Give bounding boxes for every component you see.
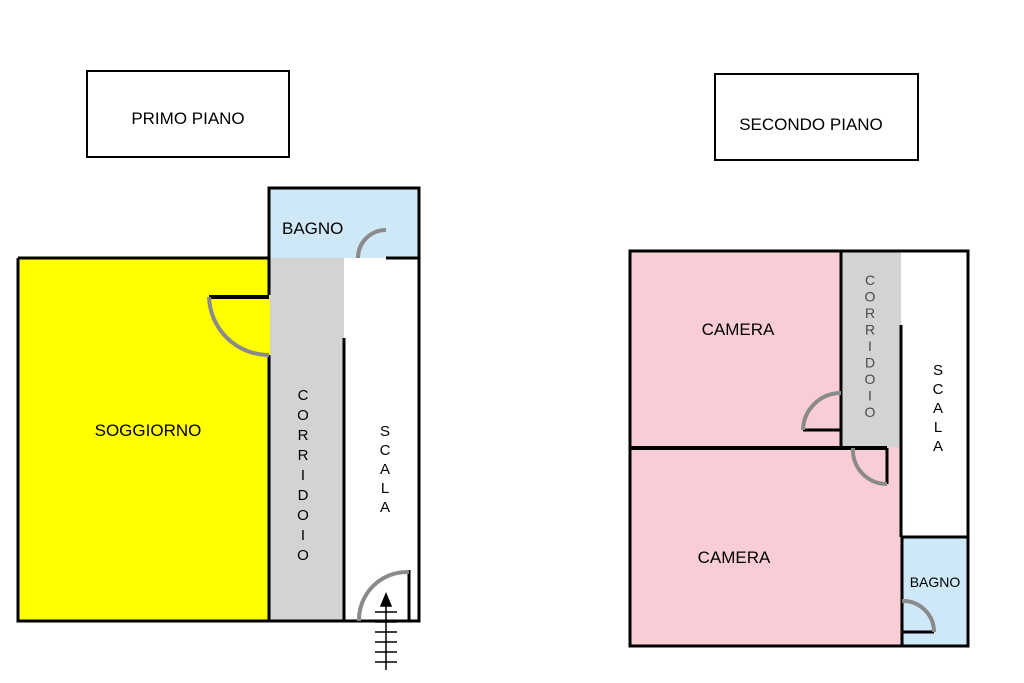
stair-arrow xyxy=(375,592,397,670)
camera-bottom-room xyxy=(630,447,902,646)
first-floor-outer-wall-left xyxy=(16,258,344,623)
first-floor-title-box xyxy=(86,70,290,158)
second-floor-title: SECONDO PIANO xyxy=(739,115,883,134)
bagno-door-arc-first xyxy=(356,228,387,259)
soggiorno-label: SOGGIORNO xyxy=(95,421,202,440)
first-floor-title: PRIMO PIANO xyxy=(131,109,244,128)
camera-top-door-arc xyxy=(801,391,842,431)
corridoio-room-first xyxy=(270,258,344,621)
corridor-door-arc xyxy=(850,447,888,487)
soggiorno-door-arc xyxy=(207,296,270,357)
bagno-label-second: BAGNO xyxy=(910,574,961,590)
soggiorno-room xyxy=(18,258,270,621)
corridoio-room-second xyxy=(841,251,901,447)
bagno-door-arc-second xyxy=(901,598,936,633)
first-floor-plan: PRIMO PIANO SOGGIORNO xyxy=(16,70,421,670)
camera-top-label: CAMERA xyxy=(702,320,775,339)
first-floor-outer-wall xyxy=(18,186,421,623)
scala-room-second xyxy=(901,251,968,537)
entrance-door-arc xyxy=(356,569,410,622)
camera-bottom-label: CAMERA xyxy=(698,548,771,567)
camera-top-room xyxy=(630,251,841,447)
scala-room-first xyxy=(344,258,420,621)
bagno-room-first xyxy=(269,188,419,258)
second-floor-title-box xyxy=(714,73,919,161)
bagno-label-first: BAGNO xyxy=(282,219,343,238)
